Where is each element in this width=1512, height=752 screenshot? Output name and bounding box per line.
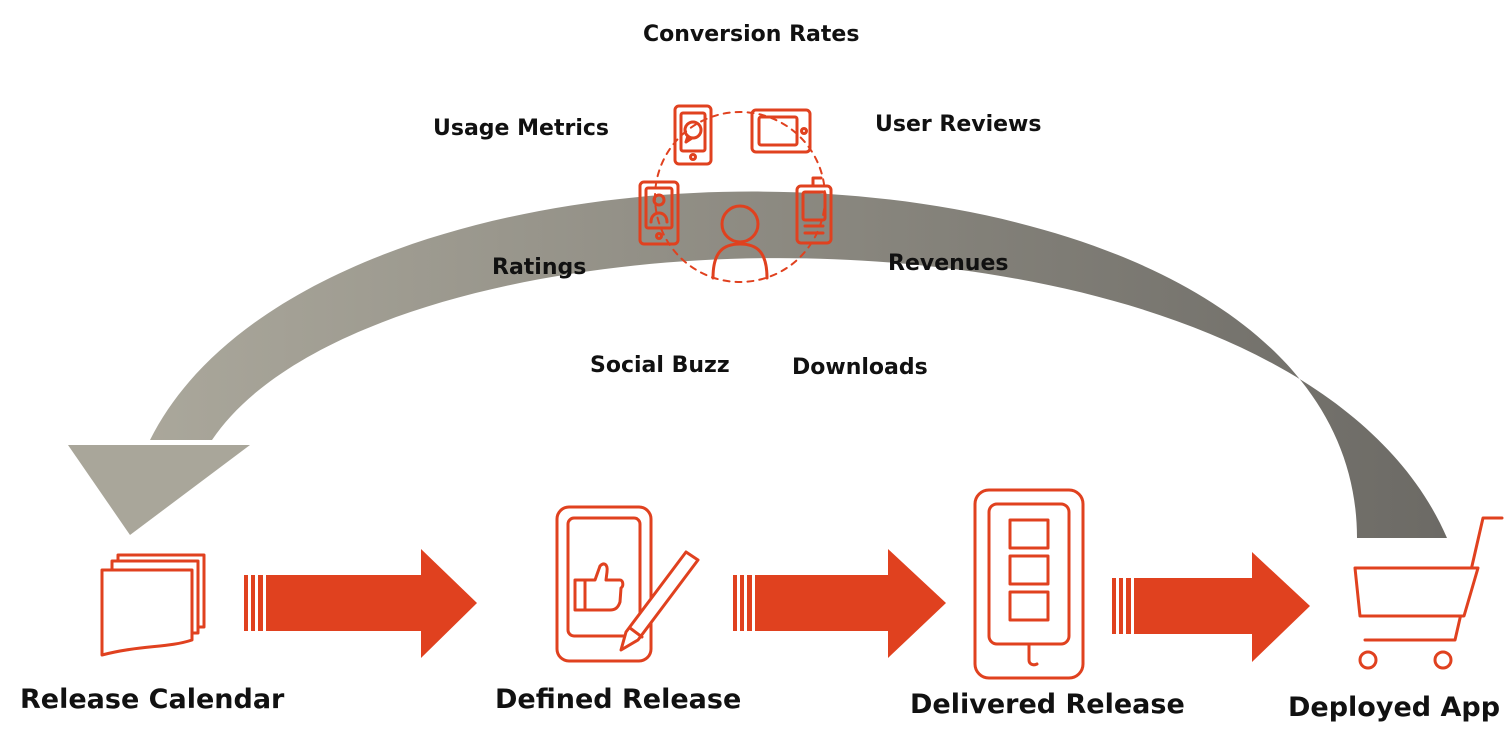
label-downloads: Downloads: [792, 355, 928, 380]
label-release-calendar: Release Calendar: [20, 684, 285, 715]
process-arrow-2: [733, 549, 946, 658]
process-arrow-1: [244, 549, 477, 658]
label-user-reviews: User Reviews: [875, 112, 1042, 137]
label-conversion-rates: Conversion Rates: [643, 22, 860, 47]
label-social-buzz: Social Buzz: [590, 353, 730, 378]
calendar-pages-icon: [100, 553, 206, 657]
tablet-icon: [750, 108, 812, 154]
process-arrow-3: [1112, 552, 1310, 662]
bill-phone-icon: [795, 176, 833, 245]
profile-phone-icon: [638, 180, 680, 246]
metrics-hub: [638, 104, 833, 283]
label-usage-metrics: Usage Metrics: [433, 116, 609, 141]
phone-thumbs-up-pencil-icon: [555, 505, 700, 663]
label-ratings: Ratings: [492, 255, 587, 280]
label-revenues: Revenues: [888, 251, 1009, 276]
feedback-arrow: [68, 191, 1447, 538]
user-icon: [711, 204, 769, 280]
label-deployed-app: Deployed App: [1288, 692, 1501, 723]
label-defined-release: Defined Release: [495, 684, 742, 715]
phone-app-list-icon: [973, 488, 1085, 680]
chat-phone-icon: [673, 104, 713, 166]
label-delivered-release: Delivered Release: [910, 689, 1185, 720]
shopping-cart-icon: [1353, 516, 1504, 670]
